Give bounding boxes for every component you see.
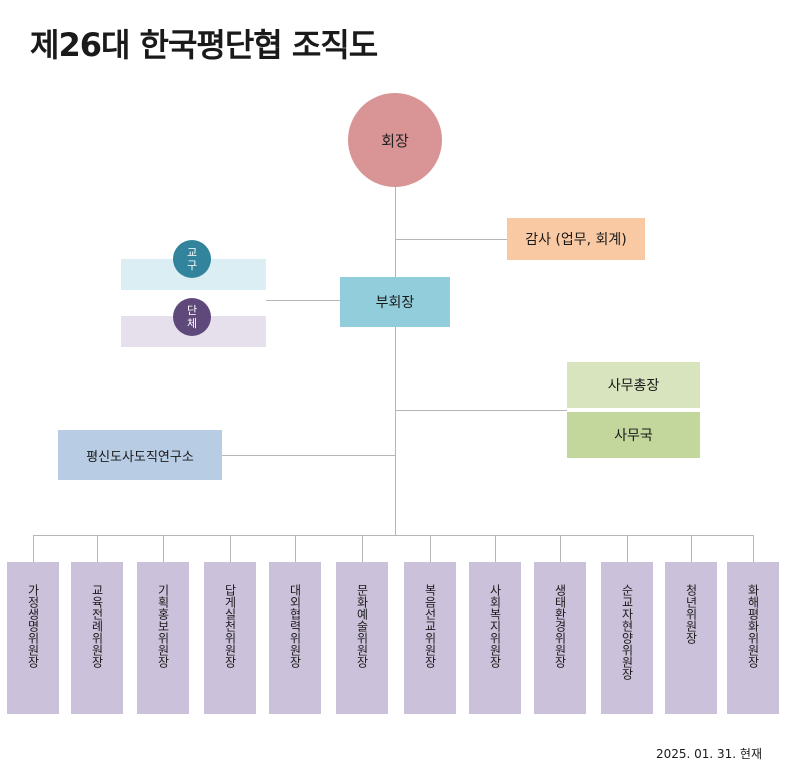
group-badge-char-2: 체: [186, 317, 198, 330]
connector-committee-drop: [97, 535, 98, 562]
committee-label: 문화예술위원장: [355, 584, 369, 668]
committee-box: 화해평화위원장: [727, 562, 779, 714]
committee-label: 생태환경위원장: [553, 584, 567, 668]
connector-main-vertical: [395, 187, 396, 535]
institute-node: 평신도사도직연구소: [58, 430, 222, 480]
committee-box: 복음선교위원장: [404, 562, 456, 714]
committee-box: 답게실천위원장: [204, 562, 256, 714]
secretary-general-node: 사무총장: [567, 362, 700, 408]
committee-box: 순교자현양위원장: [601, 562, 653, 714]
diocese-badge-char-1: 교: [186, 246, 198, 259]
committee-box: 가정생명위원장: [7, 562, 59, 714]
president-label: 회장: [381, 131, 409, 150]
committee-box: 교육전례위원장: [71, 562, 123, 714]
connector-committee-drop: [295, 535, 296, 562]
committee-box: 생태환경위원장: [534, 562, 586, 714]
secretary-general-label: 사무총장: [607, 378, 660, 394]
connector-committee-drop: [362, 535, 363, 562]
committee-label: 교육전례위원장: [90, 584, 104, 668]
vice-president-node: 부회장: [340, 277, 450, 327]
committee-label: 복음선교위원장: [423, 584, 437, 668]
as-of-date: 2025. 01. 31. 현재: [655, 747, 762, 761]
connector-committee-drop: [560, 535, 561, 562]
secretariat-node: 사무국: [567, 412, 700, 458]
connector-committee-drop: [495, 535, 496, 562]
connector-committee-drop: [627, 535, 628, 562]
connector-bands: [266, 300, 340, 301]
audit-label: 감사 (업무, 회계): [525, 232, 627, 248]
committee-box: 사회복지위원장: [469, 562, 521, 714]
committee-label: 대외협력위원장: [288, 584, 302, 668]
president-node: 회장: [348, 93, 442, 187]
secretariat-label: 사무국: [614, 428, 653, 444]
connector-committee-drop: [753, 535, 754, 562]
connector-committee-bus: [33, 535, 753, 536]
committee-box: 대외협력위원장: [269, 562, 321, 714]
connector-committee-drop: [230, 535, 231, 562]
committee-box: 문화예술위원장: [336, 562, 388, 714]
connector-audit: [395, 239, 507, 240]
diocese-badge: 교 구: [173, 240, 211, 278]
committee-label: 사회복지위원장: [488, 584, 502, 668]
committee-label: 순교자현양위원장: [620, 584, 634, 680]
committee-label: 답게실천위원장: [223, 584, 237, 668]
connector-committee-drop: [163, 535, 164, 562]
vice-president-label: 부회장: [375, 295, 415, 311]
diocese-badge-char-2: 구: [186, 259, 198, 272]
connector-committee-drop: [691, 535, 692, 562]
committee-label: 가정생명위원장: [26, 584, 40, 668]
group-badge: 단 체: [173, 298, 211, 336]
institute-label: 평신도사도직연구소: [86, 449, 194, 465]
connector-committee-drop: [33, 535, 34, 562]
connector-secretariat: [395, 410, 567, 411]
committee-box: 기획홍보위원장: [137, 562, 189, 714]
committee-label: 청년위원장: [684, 584, 698, 644]
committee-label: 화해평화위원장: [746, 584, 760, 668]
connector-committee-drop: [430, 535, 431, 562]
group-badge-char-1: 단: [186, 304, 198, 317]
connector-institute: [222, 455, 395, 456]
audit-node: 감사 (업무, 회계): [507, 218, 645, 260]
page-title: 제26대 한국평단협 조직도: [30, 26, 378, 64]
committee-box: 청년위원장: [665, 562, 717, 714]
committee-label: 기획홍보위원장: [156, 584, 170, 668]
